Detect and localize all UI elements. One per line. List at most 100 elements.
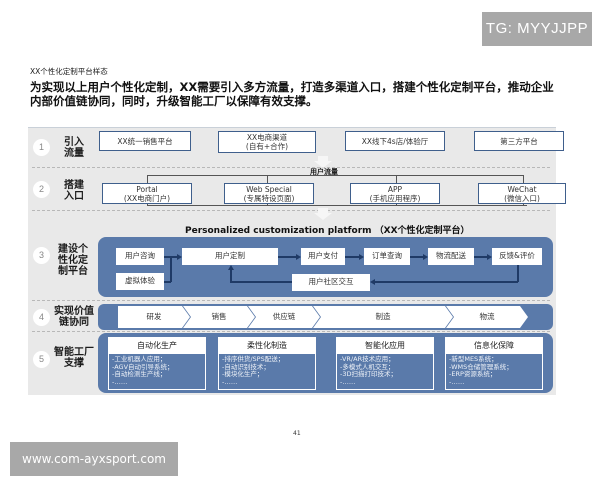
flow-line: [474, 256, 487, 258]
entry-box-app: APP (手机应用程序): [350, 183, 440, 204]
connector-line: [147, 175, 397, 176]
row-number-badge: 4: [33, 309, 50, 326]
chain-step-rd: 研发: [118, 306, 190, 328]
connector-line: [267, 175, 268, 183]
entry-box-web-special: Web Special (专属特设页面): [224, 183, 314, 204]
connector-line: [396, 175, 397, 183]
headline-line-1: 为实现以上用户个性化定制，XX需要引入多方流量，打造多渠道入口，搭建个性化定制平…: [30, 80, 554, 94]
connector-line: [396, 202, 397, 206]
capability-list: -新型MES系统； -WMS仓储管理系统； -ERP资源系统； -……: [446, 354, 542, 388]
capability-title: 智能化应用: [337, 338, 433, 354]
capability-list: -排序供货/SPS配送； -自动识别技术； -模块化生产； -……: [219, 354, 315, 388]
box-text: Portal: [136, 184, 158, 194]
down-arrow-stem: [318, 208, 328, 214]
capability-item: -AGV自动引导系统；: [112, 362, 174, 371]
row-label-traffic: 引入 流量: [64, 137, 84, 159]
capability-item: -……: [112, 377, 128, 386]
flow-line: [170, 256, 177, 258]
connector-line: [147, 202, 148, 206]
box-text: (手机应用程序): [369, 193, 421, 203]
down-arrow-icon: [314, 161, 332, 168]
source-box-offline-store: XX线下4s店/体验厅: [345, 131, 445, 151]
row-number-badge: 1: [33, 139, 50, 156]
chain-step-logistics: 物流: [446, 306, 528, 328]
arrow-right-icon: [423, 254, 428, 260]
box-text: (XX电商门户): [123, 193, 171, 203]
watermark-top: TG: MYYJJPP: [482, 12, 592, 46]
capability-list: -工业机器人应用； -AGV自动引导系统； -自动检测生产线； -……: [109, 354, 205, 388]
arrow-right-icon: [296, 254, 301, 260]
flow-line: [230, 270, 232, 282]
connector-line: [147, 175, 148, 183]
step-user-payment: 用户支付: [301, 248, 345, 265]
connector-line: [267, 202, 268, 206]
box-text: XX线下4s店/体验厅: [361, 136, 429, 146]
step-order-query: 订单查询: [364, 248, 410, 265]
box-text: XX统一销售平台: [117, 136, 173, 146]
chain-step-supply-chain: 供应链: [248, 306, 320, 328]
connector-line: [397, 175, 524, 176]
value-chain-chevrons: 研发 销售 供应链 制造 物流: [118, 306, 528, 328]
down-arrow-stem: [318, 156, 328, 162]
flow-line: [517, 265, 519, 282]
capability-title: 柔性化制造: [219, 338, 315, 354]
page-number: 41: [293, 430, 301, 437]
capability-item: -VR/AR技术应用；: [340, 355, 395, 363]
capability-list: -VR/AR技术应用； -多模式人机交互； -3D扫描打印技术； -……: [337, 354, 433, 388]
capability-item: -……: [222, 377, 238, 386]
flow-line: [278, 256, 296, 258]
page-headline: 为实现以上用户个性化定制，XX需要引入多方流量，打造多渠道入口，搭建个性化定制平…: [30, 80, 570, 108]
capability-information-assurance: 信息化保障 -新型MES系统； -WMS仓储管理系统； -ERP资源系统； -……: [445, 337, 543, 390]
capability-item: -……: [449, 377, 465, 386]
row-label-entry: 搭建 入口: [64, 180, 84, 202]
row-divider: [32, 167, 550, 168]
step-community: 用户社区交互: [292, 274, 370, 291]
connector-line: [523, 202, 524, 206]
row-label-line: 入口: [64, 191, 84, 202]
row-divider: [32, 300, 550, 301]
row-label-line: 性化定: [58, 255, 88, 266]
flow-line: [170, 256, 172, 282]
row-label-line: 支撑: [64, 358, 84, 369]
flow-line: [375, 281, 518, 283]
step-user-customize: 用户定制: [182, 248, 278, 265]
entry-box-portal: Portal (XX电商门户): [102, 183, 192, 204]
row-label-platform: 建设个 性化定 制平台: [58, 244, 88, 277]
down-arrow-icon: [314, 213, 332, 220]
capability-item: -模块化生产；: [222, 370, 264, 378]
capability-smart-applications: 智能化应用 -VR/AR技术应用； -多模式人机交互； -3D扫描打印技术； -…: [336, 337, 434, 390]
row-label-line: 搭建: [64, 180, 84, 191]
arrow-left-icon: [370, 279, 375, 285]
box-text: WeChat: [507, 184, 537, 194]
capability-item: -自动检测生产线；: [112, 370, 167, 378]
row-label-line: 实现价值: [54, 306, 94, 317]
capability-item: -……: [340, 377, 356, 386]
arrow-right-icon: [487, 254, 492, 260]
box-text: Web Special: [246, 184, 292, 194]
flow-line: [164, 281, 171, 283]
capability-item: -多模式人机交互；: [340, 362, 395, 371]
watermark-bottom: www.com-ayxsport.com: [10, 442, 178, 476]
capability-item: -3D扫描打印技术；: [340, 370, 397, 378]
flow-line: [230, 281, 292, 283]
capability-title: 自动化生产: [109, 338, 205, 354]
connector-line: [523, 175, 524, 183]
connector-line: [147, 205, 527, 206]
flow-line: [410, 256, 423, 258]
capability-item: -自动识别技术；: [222, 362, 270, 371]
capability-automation: 自动化生产 -工业机器人应用； -AGV自动引导系统； -自动检测生产线； -……: [108, 337, 206, 390]
step-virtual-experience: 虚拟体验: [116, 273, 164, 290]
row-label-line: 引入: [64, 137, 84, 148]
row-label-line: 智能工厂: [54, 347, 94, 358]
source-box-ecommerce: XX电商渠道 (自有+合作): [218, 131, 316, 153]
row-divider: [32, 210, 550, 211]
flow-line: [164, 256, 171, 258]
row-label-line: 制平台: [58, 266, 88, 277]
box-text: XX电商渠道: [246, 133, 288, 142]
step-feedback: 反馈&评价: [492, 248, 542, 265]
source-box-unified-sales: XX统一销售平台: [99, 131, 191, 151]
row-number-badge: 5: [33, 351, 50, 368]
box-text: 第三方平台: [500, 136, 538, 146]
step-logistics: 物流配送: [428, 248, 474, 265]
row-label-smart-factory: 智能工厂 支撑: [54, 347, 94, 369]
